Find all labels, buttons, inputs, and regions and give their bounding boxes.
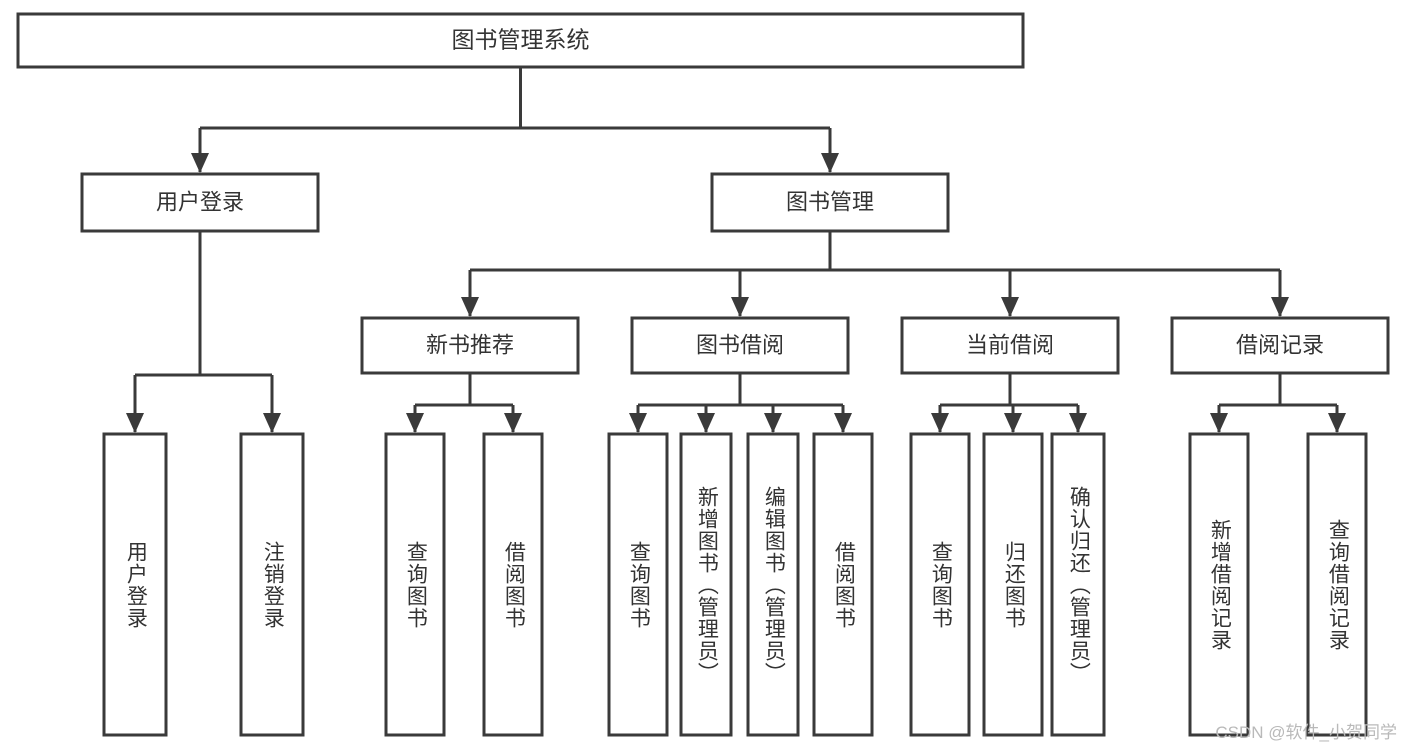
arrow-head-icon [629,413,647,433]
node-level2-book-manage[interactable] [710,172,950,233]
node-level3-new-book-rec[interactable] [360,316,580,375]
node-label-user-login: 用户登录 [156,189,244,214]
node-label-root: 图书管理系统 [452,27,590,53]
watermark: CSDN @软件_小贺同学 [1215,723,1397,742]
arrow-head-icon [764,413,782,433]
node-leaf-leaf-query-book-c[interactable] [909,432,971,737]
node-label-book-manage: 图书管理 [786,189,874,214]
arrow-head-icon [263,413,281,433]
arrow-head-icon [1328,413,1346,433]
arrow-head-icon [821,153,839,173]
node-leaf-leaf-user-login[interactable] [102,432,168,737]
arrow-head-icon [1001,297,1019,317]
node-level2-user-login[interactable] [80,172,320,233]
node-leaf-leaf-edit-book[interactable] [746,432,800,737]
node-label-borrow-record: 借阅记录 [1236,332,1324,357]
node-label-new-book-rec: 新书推荐 [426,332,514,357]
node-root-book-management-system[interactable] [16,12,1025,69]
node-leaf-leaf-add-book[interactable] [679,432,733,737]
node-leaf-leaf-logout[interactable] [239,432,305,737]
arrow-head-icon [697,413,715,433]
node-label-book-borrow: 图书借阅 [696,332,784,357]
arrow-head-icon [834,413,852,433]
node-leaf-leaf-borrow-book-b[interactable] [812,432,874,737]
node-leaf-leaf-add-record[interactable] [1188,432,1250,737]
arrow-head-icon [461,297,479,317]
node-label-current-borrow: 当前借阅 [966,332,1054,357]
arrow-head-icon [1271,297,1289,317]
arrow-head-icon [731,297,749,317]
node-level3-current-borrow[interactable] [900,316,1120,375]
node-leaf-leaf-return-book[interactable] [982,432,1044,737]
node-leaf-leaf-query-record[interactable] [1306,432,1368,737]
node-leaf-leaf-confirm-return[interactable] [1050,432,1106,737]
node-leaf-leaf-query-book-b[interactable] [607,432,669,737]
arrow-head-icon [931,413,949,433]
node-level3-borrow-record[interactable] [1170,316,1390,375]
node-leaf-leaf-query-book-rec[interactable] [384,432,446,737]
arrow-head-icon [191,153,209,173]
arrow-head-icon [504,413,522,433]
arrow-head-icon [126,413,144,433]
arrow-head-icon [406,413,424,433]
arrow-head-icon [1210,413,1228,433]
node-level3-book-borrow[interactable] [630,316,850,375]
arrow-head-icon [1004,413,1022,433]
arrow-head-icon [1069,413,1087,433]
node-leaf-leaf-borrow-book-rec[interactable] [482,432,544,737]
